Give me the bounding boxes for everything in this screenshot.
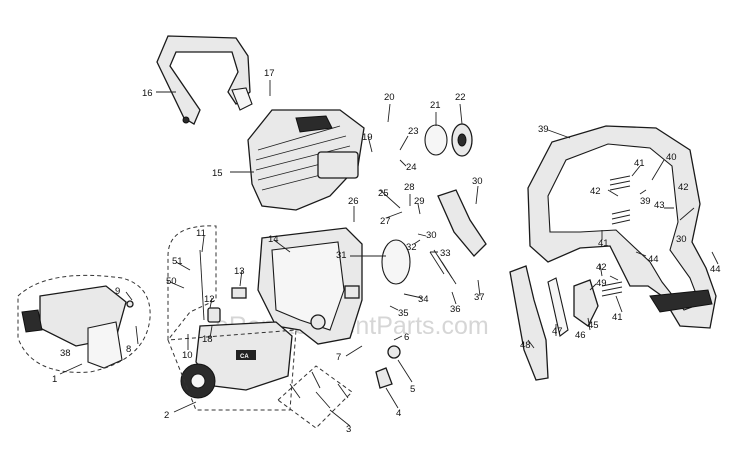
- callout-10: 10: [182, 350, 193, 361]
- group-outline-3: [277, 365, 353, 429]
- tension-spring: [429, 249, 457, 285]
- air-filter-cover: [21, 285, 134, 369]
- callout-5: 5: [410, 384, 415, 395]
- callout-14: 14: [268, 234, 279, 245]
- callout-27: 27: [380, 216, 391, 227]
- trigger-link: [547, 277, 569, 337]
- callout-35: 35: [398, 308, 409, 319]
- callout-8: 8: [126, 344, 131, 355]
- callout-38: 38: [60, 348, 71, 359]
- fan-housing: CA: [180, 321, 293, 399]
- callout-29: 29: [414, 196, 425, 207]
- callout-18: 18: [202, 334, 213, 345]
- vibration-springs: [601, 175, 631, 297]
- callout-40: 40: [666, 152, 677, 163]
- callout-19: 19: [362, 132, 373, 143]
- sprocket-ring: [381, 239, 411, 285]
- callout-44: 44: [648, 254, 659, 265]
- rear-mount: [573, 279, 599, 327]
- callout-23: 23: [408, 126, 419, 137]
- callout-42b: 42: [678, 182, 689, 193]
- callout-11: 11: [196, 228, 206, 239]
- crankcase: [257, 227, 363, 345]
- callout-2: 2: [164, 410, 169, 421]
- callout-30b: 30: [472, 176, 483, 187]
- group-outline-2: [167, 329, 297, 411]
- callout-51: 51: [172, 256, 183, 267]
- callout-39: 39: [538, 124, 549, 135]
- callout-48: 48: [520, 340, 531, 351]
- callout-25: 25: [378, 188, 389, 199]
- callout-45: 45: [588, 320, 599, 331]
- leader-lines: [59, 80, 719, 427]
- callout-13: 13: [234, 266, 245, 277]
- callout-36: 36: [450, 304, 461, 315]
- housing-screws: [289, 371, 349, 409]
- callout-32: 32: [406, 242, 417, 253]
- choke-rod: [199, 249, 205, 321]
- callout-7: 7: [336, 352, 341, 363]
- callout-34: 34: [418, 294, 429, 305]
- clutch-drum: [451, 123, 473, 157]
- callout-39b: 39: [640, 196, 651, 207]
- callout-26: 26: [348, 196, 359, 207]
- callout-33: 33: [440, 248, 451, 259]
- housing-mark: CA: [240, 354, 249, 360]
- callout-44b: 44: [710, 264, 721, 275]
- callout-43: 43: [654, 200, 665, 211]
- callout-21: 21: [430, 100, 441, 111]
- callout-24: 24: [406, 162, 417, 173]
- callout-15: 15: [212, 168, 223, 179]
- front-handle: [156, 35, 253, 125]
- callout-50: 50: [166, 276, 177, 287]
- group-outline-1: [17, 274, 151, 373]
- callout-30c: 30: [676, 234, 687, 245]
- fuel-fitting: [231, 287, 247, 299]
- callout-46: 46: [575, 330, 586, 341]
- rear-handle-frame: [527, 125, 717, 329]
- engine-cylinder: [247, 109, 365, 211]
- callout-4: 4: [396, 408, 401, 419]
- callout-49: 49: [596, 278, 607, 289]
- callout-37: 37: [474, 292, 485, 303]
- bar-guide-plate: [437, 189, 487, 257]
- callout-22: 22: [455, 92, 466, 103]
- callout-1: 1: [52, 374, 57, 385]
- callout-9: 9: [115, 286, 120, 297]
- callout-42c: 42: [596, 262, 607, 273]
- callout-41a: 41: [634, 158, 645, 169]
- callout-16: 16: [142, 88, 153, 99]
- group-outline-11: [167, 225, 217, 342]
- spark-plug-cap: [387, 345, 401, 359]
- callout-28: 28: [404, 182, 415, 193]
- throttle-trigger: [509, 265, 549, 381]
- callout-6: 6: [404, 332, 409, 343]
- callout-20: 20: [384, 92, 395, 103]
- callout-31: 31: [336, 250, 347, 261]
- callout-47: 47: [552, 326, 563, 337]
- callout-3: 3: [346, 424, 351, 435]
- callout-17: 17: [264, 68, 275, 79]
- callout-labels: 1 2 3 4 5 6 7 8 9 10 11 12 13 14 15 16 1…: [52, 68, 721, 435]
- oil-pump-part: [375, 367, 393, 389]
- callout-41c: 41: [612, 312, 623, 323]
- callout-42a: 42: [590, 186, 601, 197]
- callout-30: 30: [426, 230, 437, 241]
- fuel-tank-cap: [207, 307, 221, 323]
- callout-41b: 41: [598, 238, 609, 249]
- clutch-disc: [424, 124, 448, 156]
- callout-12: 12: [204, 294, 215, 305]
